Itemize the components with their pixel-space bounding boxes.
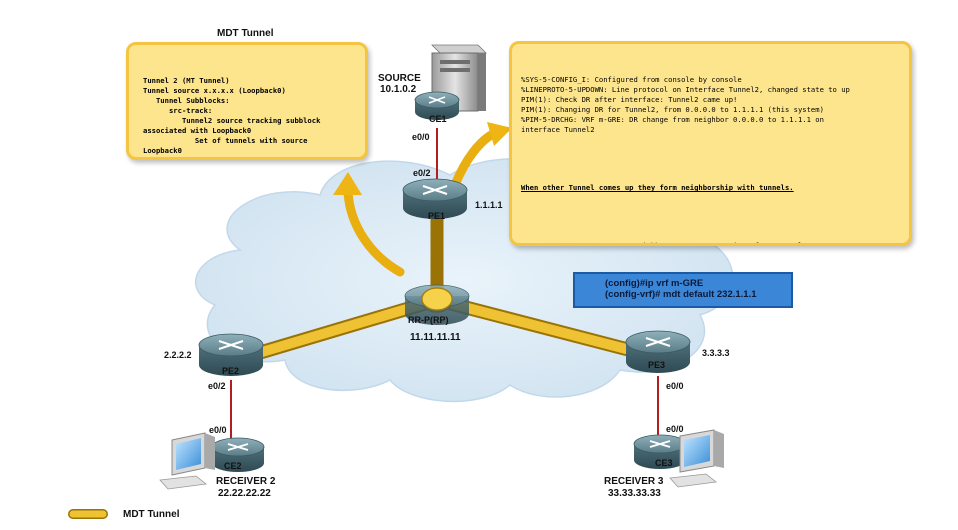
mdt-note-line: Tunnel 2 (MT Tunnel) [143, 76, 230, 85]
pc-receiver2-icon [159, 432, 215, 490]
receiver2-title: RECEIVER 2 [216, 476, 276, 487]
mdt-note-lines: Tunnel 2 (MT Tunnel)Tunnel source x.x.x.… [143, 76, 359, 157]
rp-label: RR-P(RP) [408, 315, 449, 325]
ce3-interface: e0/0 [666, 424, 684, 434]
ce2-interface: e0/0 [209, 425, 227, 435]
arrow-to-left-note [343, 187, 405, 277]
pe2-label: PE2 [222, 366, 240, 376]
pe1-ip: 1.1.1.1 [475, 200, 503, 210]
router-pe2-icon [198, 333, 264, 376]
pim-log-line: %LINEPROTO-5-UPDOWN: Line protocol on In… [521, 85, 850, 94]
config-line-2: (config-vrf)# mdt default 232.1.1.1 [605, 289, 757, 300]
pim-log-line: %PIM-5-DRCHG: VRF m-GRE: DR change from … [521, 115, 824, 124]
source-ip: 10.1.0.2 [380, 84, 417, 95]
source-title: SOURCE [378, 73, 421, 84]
pim-log-line: PIM(1): Changing DR for Tunnel2, from 0.… [521, 105, 824, 114]
config-box: (config)#ip vrf m-GRE (config-vrf)# mdt … [573, 272, 793, 308]
receiver2-ip: 22.22.22.22 [218, 488, 271, 499]
mdt-note-line: Tunnel2 source tracking subblock [143, 116, 321, 125]
mdt-note-line: Set of tunnels with source [143, 136, 308, 145]
router-pe3-icon [625, 330, 691, 373]
mdt-note-line: Loopback0 [143, 146, 182, 155]
mdt-tunnel-note: Tunnel 2 (MT Tunnel)Tunnel source x.x.x.… [126, 42, 368, 160]
pim-log-top: %SYS-5-CONFIG_I: Configured from console… [521, 75, 903, 135]
mdt-note-line: Tunnel Subblocks: [143, 96, 230, 105]
pim-log-line: interface Tunnel2 [521, 125, 595, 134]
rp-ip: 11.11.11.11 [410, 332, 461, 343]
pe3-interface: e0/0 [666, 381, 684, 391]
pc-receiver3-icon [669, 429, 724, 488]
receiver3-title: RECEIVER 3 [604, 476, 664, 487]
ce3-label: CE3 [655, 458, 673, 468]
router-ce2-icon [211, 437, 265, 472]
mdt-note-line: Tunnel protocol/transport multi-GRE/IP [143, 156, 359, 157]
legend-label: MDT Tunnel [123, 509, 180, 520]
ce1-label: CE1 [429, 114, 447, 124]
physical-links [230, 128, 659, 445]
mdt-note-title: MDT Tunnel [217, 28, 274, 39]
router-rp-icon [404, 284, 470, 325]
pim-log-line: %SYS-5-CONFIG_I: Configured from console… [521, 75, 742, 84]
config-line-1: (config)#ip vrf m-GRE [605, 278, 704, 289]
pim-log-line: PIM(1): Check DR after interface: Tunnel… [521, 95, 738, 104]
router-ce3-icon [633, 434, 687, 469]
pim-log-note: %SYS-5-CONFIG_I: Configured from console… [509, 41, 912, 246]
mdt-note-line: Tunnel source x.x.x.x (Loopback0) [143, 86, 286, 95]
router-pe1-icon [402, 178, 468, 219]
pe2-ip: 2.2.2.2 [164, 350, 192, 360]
receiver3-ip: 33.33.33.33 [608, 488, 661, 499]
pe1-interface: e0/2 [413, 168, 431, 178]
annotation-arrows [333, 122, 512, 277]
mdt-note-line: associated with Loopback0 [143, 126, 252, 135]
pe3-label: PE3 [648, 360, 666, 370]
router-ce1-icon [414, 91, 460, 120]
pe3-ip: 3.3.3.3 [702, 348, 730, 358]
pe2-interface: e0/2 [208, 381, 226, 391]
arrow-to-right-note [450, 128, 500, 190]
mdt-note-line: src-track: [143, 106, 213, 115]
pe1-label: PE1 [428, 211, 446, 221]
pim-log-line: %PIM-5-NBRCHG: VRF m-GRE: neighbor 2.2.2… [521, 241, 807, 246]
neighborship-heading: When other Tunnel comes up they form nei… [521, 183, 794, 192]
ce1-interface: e0/0 [412, 132, 430, 142]
ce2-label: CE2 [224, 461, 242, 471]
pim-log-bottom: %PIM-5-NBRCHG: VRF m-GRE: neighbor 2.2.2… [521, 241, 903, 246]
